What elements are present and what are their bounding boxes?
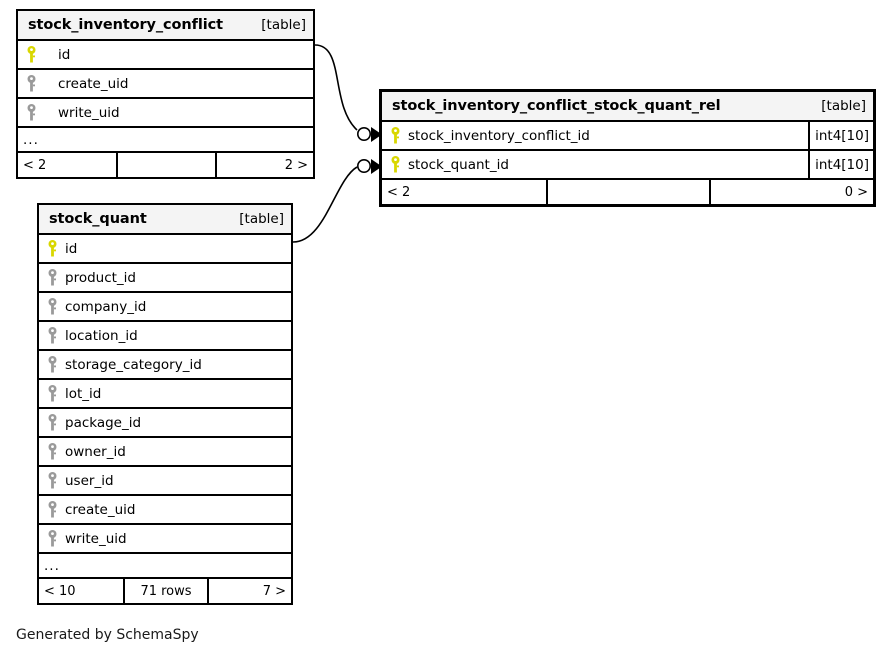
table-row[interactable]: create_uid (39, 496, 291, 525)
column-name: write_uid (65, 530, 127, 547)
generated-by-caption: Generated by SchemaSpy (16, 627, 199, 643)
column-name: id (58, 46, 71, 63)
table-type-tag: [table] (261, 17, 306, 33)
table-row[interactable]: id (18, 41, 313, 70)
column-name: id (65, 240, 78, 257)
table-header: stock_inventory_conflict_stock_quant_rel… (382, 92, 873, 122)
table-row[interactable]: create_uid (18, 70, 313, 99)
table-row[interactable]: id (39, 235, 291, 264)
foreign-key-icon (39, 501, 65, 518)
footer-prev-columns[interactable]: < 10 (44, 583, 76, 599)
table-stock-quant[interactable]: stock_quant [table] id product_id (37, 203, 293, 605)
column-name: owner_id (65, 443, 126, 460)
table-footer: < 2 0 > (382, 180, 873, 204)
table-row[interactable]: storage_category_id (39, 351, 291, 380)
table-row[interactable]: owner_id (39, 438, 291, 467)
foreign-key-icon (39, 269, 65, 286)
table-row[interactable]: lot_id (39, 380, 291, 409)
zero-marker-icon (356, 127, 371, 142)
primary-key-icon (382, 156, 408, 173)
table-stock-inventory-conflict-stock-quant-rel[interactable]: stock_inventory_conflict_stock_quant_rel… (379, 89, 876, 207)
foreign-key-icon (39, 443, 65, 460)
more-columns-indicator: ... (18, 128, 313, 153)
column-name: package_id (65, 414, 142, 431)
column-name: company_id (65, 298, 147, 315)
footer-row-count (545, 180, 710, 204)
column-name: storage_category_id (65, 356, 202, 373)
column-name: lot_id (65, 385, 102, 402)
table-row[interactable]: location_id (39, 322, 291, 351)
table-row[interactable]: product_id (39, 264, 291, 293)
primary-key-icon (382, 127, 408, 144)
footer-next-columns[interactable]: 0 > (709, 180, 873, 204)
foreign-key-icon (18, 104, 44, 121)
table-header: stock_inventory_conflict [table] (18, 11, 313, 41)
footer-next-columns[interactable]: 7 > (207, 579, 291, 603)
column-type: int4[10] (808, 151, 873, 178)
footer-prev-columns[interactable]: < 2 (23, 157, 47, 173)
foreign-key-icon (39, 414, 65, 431)
table-stock-inventory-conflict[interactable]: stock_inventory_conflict [table] id crea… (16, 9, 315, 179)
foreign-key-icon (18, 75, 44, 92)
ellipsis-label: ... (44, 557, 60, 574)
column-name: user_id (65, 472, 114, 489)
table-type-tag: [table] (821, 98, 866, 114)
column-name: create_uid (58, 75, 129, 92)
table-row[interactable]: write_uid (39, 525, 291, 554)
table-footer: < 10 71 rows 7 > (39, 579, 291, 603)
column-name: create_uid (65, 501, 136, 518)
zero-marker-icon (356, 159, 371, 174)
column-name: stock_quant_id (408, 156, 509, 173)
foreign-key-icon (39, 472, 65, 489)
table-title: stock_inventory_conflict (28, 17, 223, 33)
column-name: stock_inventory_conflict_id (408, 127, 590, 144)
table-title: stock_quant (49, 211, 147, 227)
column-name: product_id (65, 269, 136, 286)
table-row[interactable]: company_id (39, 293, 291, 322)
table-row[interactable]: package_id (39, 409, 291, 438)
footer-row-count (116, 153, 214, 177)
table-header: stock_quant [table] (39, 205, 291, 235)
footer-next-columns[interactable]: 2 > (214, 153, 313, 177)
foreign-key-icon (39, 356, 65, 373)
foreign-key-icon (39, 530, 65, 547)
table-title: stock_inventory_conflict_stock_quant_rel (392, 98, 721, 114)
primary-key-icon (39, 240, 65, 257)
column-name: write_uid (58, 104, 120, 121)
table-footer: < 2 2 > (18, 153, 313, 177)
footer-row-count: 71 rows (123, 579, 207, 603)
table-row[interactable]: stock_quant_id int4[10] (382, 151, 873, 180)
more-columns-indicator: ... (39, 554, 291, 579)
column-type: int4[10] (808, 122, 873, 149)
table-row[interactable]: stock_inventory_conflict_id int4[10] (382, 122, 873, 151)
table-row[interactable]: user_id (39, 467, 291, 496)
foreign-key-icon (39, 385, 65, 402)
footer-prev-columns[interactable]: < 2 (387, 184, 411, 200)
relationship-line-conflict-to-rel (314, 44, 382, 142)
ellipsis-label: ... (23, 131, 39, 148)
primary-key-icon (18, 46, 44, 63)
foreign-key-icon (39, 327, 65, 344)
column-name: location_id (65, 327, 138, 344)
foreign-key-icon (39, 298, 65, 315)
table-type-tag: [table] (239, 211, 284, 227)
table-row[interactable]: write_uid (18, 99, 313, 128)
